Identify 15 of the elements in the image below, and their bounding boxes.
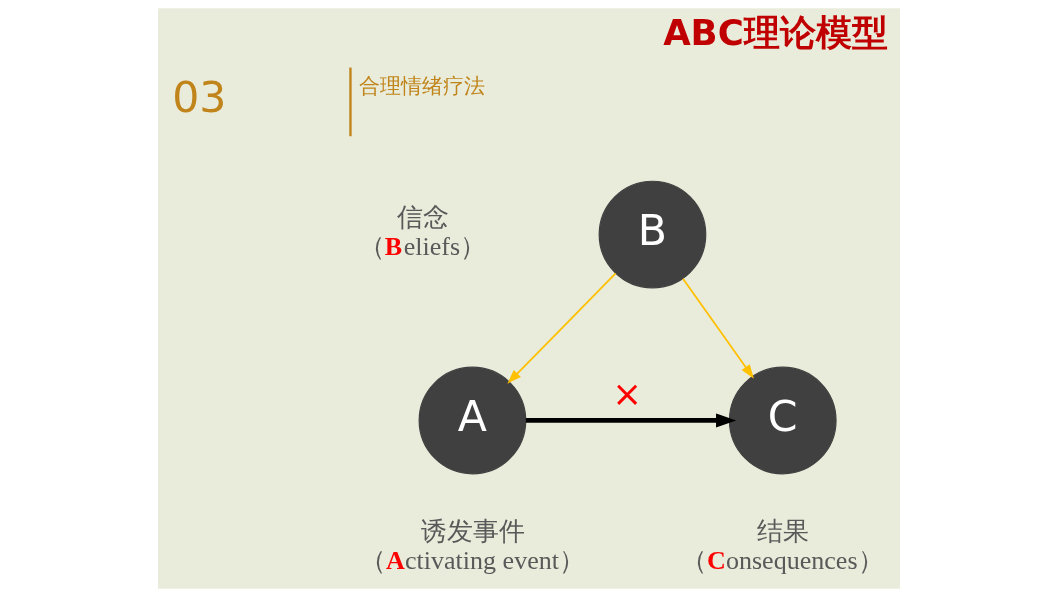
node-circle: A: [418, 366, 526, 475]
label: 03: [171, 72, 226, 123]
arrow: [506, 272, 616, 384]
node-label: （Beliefs）: [358, 232, 486, 262]
node-label: 诱发事件: [420, 515, 525, 546]
node-label: 信念: [396, 201, 449, 232]
arrow: [681, 277, 754, 379]
node-label: （Activating event）: [359, 546, 585, 576]
node-circle: B: [598, 180, 706, 289]
node-label: 结果: [756, 515, 809, 546]
label: 合理情绪疗法: [358, 72, 485, 98]
arrow: [525, 413, 736, 428]
edge-label: ×: [611, 373, 642, 415]
node-label: （Consequences）: [680, 546, 884, 576]
diagram-title: ABC理论模型: [662, 12, 888, 54]
